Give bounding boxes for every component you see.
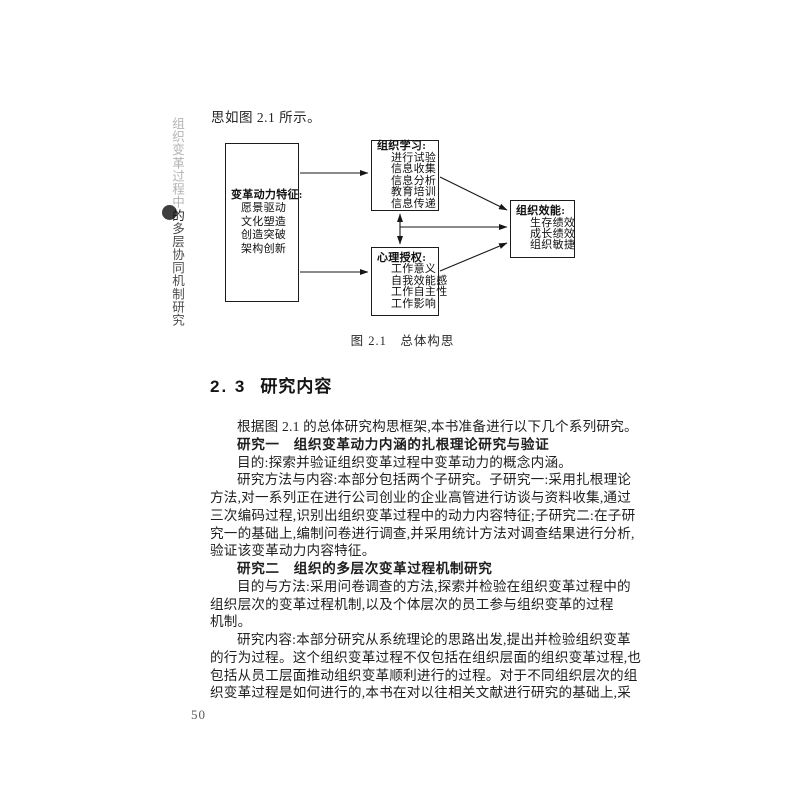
book-title-bullet-wrap: 的 xyxy=(162,204,184,222)
section-title: 研究内容 xyxy=(260,377,333,396)
box-item: 进行试验 xyxy=(391,151,437,164)
box-item: 自我效能感 xyxy=(391,274,448,287)
box-item: 架构创新 xyxy=(241,242,287,255)
body-line: 的行为过程。这个组织变革过程不仅包括在组织层面的组织变革过程,也 xyxy=(210,649,642,665)
body-line: 根据图 2.1 的总体研究构思框架,本书准备进行以下几个系列研究。 xyxy=(237,419,638,434)
body-line: 方法,对一系列正在进行公司创业的企业高管进行访谈与资料收集,通过 xyxy=(210,490,632,505)
page-number: 50 xyxy=(191,707,206,722)
body-line: 三次编码过程,识别出组织变革过程中的动力内容特征;子研究二:在子研 xyxy=(210,507,636,523)
body-line: 机制。 xyxy=(210,614,252,630)
study-two-heading: 研究二 组织的多层次变革过程机制研究 xyxy=(237,561,493,576)
body-text: 根据图 2.1 的总体研究构思框架,本书准备进行以下几个系列研究。 研究一 组织… xyxy=(210,418,642,702)
box-item: 信息收集 xyxy=(391,163,437,175)
section-heading: 2. 3 研究内容 xyxy=(210,372,332,397)
box-item: 工作影响 xyxy=(391,297,437,310)
figure-caption: 图 2.1 总体构思 xyxy=(350,334,455,348)
book-title-vertical: 组织变革过程中的多层协同机制研究 xyxy=(162,117,185,327)
box-item: 组织敏捷 xyxy=(530,239,576,252)
box-item: 工作意义 xyxy=(391,263,437,276)
box-title: 心理授权: xyxy=(377,251,427,264)
figure-box-organizational-learning: 组织学习: 进行试验 信息收集 信息分析 教育培训 信息传递 xyxy=(371,140,439,211)
book-title-part-dark: 多层协同机制研究 xyxy=(170,221,184,327)
body-line: 研究内容:本部分研究从系统理论的思路出发,提出并检验组织变革 xyxy=(237,632,631,647)
box-item: 创造突破 xyxy=(241,229,287,242)
book-title-circle-char: 的 xyxy=(170,208,184,222)
body-line: 究一的基础上,编制问卷进行调查,并采用统计方法对调查结果进行分析, xyxy=(210,525,635,541)
body-line: 验证该变革动力内容特征。 xyxy=(210,543,376,559)
body-line: 包括从员工层面推动组织变革顺利进行的过程。对于不同组织层次的组 xyxy=(210,667,638,683)
box-item: 愿景驱动 xyxy=(241,202,287,215)
box-item: 文化塑造 xyxy=(241,215,287,228)
body-line: 目的与方法:采用问卷调查的方法,探索并检验在组织变革过程中的 xyxy=(237,578,631,594)
body-line: 组织层次的变革过程机制,以及个体层次的员工参与组织变革的过程 xyxy=(210,596,614,612)
study-one-heading: 研究一 组织变革动力内涵的扎根理论研究与验证 xyxy=(237,436,550,452)
box-title: 变革动力特征: xyxy=(231,188,303,201)
section-number: 2. 3 xyxy=(210,377,247,396)
box-item: 信息传递 xyxy=(391,197,437,210)
box-item: 工作自主性 xyxy=(391,286,448,299)
continuation-text: 思如图 2.1 所示。 xyxy=(211,110,322,125)
body-line: 织变革过程是如何进行的,本书在对以往相关文献进行研究的基础上,采 xyxy=(210,685,632,701)
box-item: 生存绩效 xyxy=(530,216,576,229)
box-item: 成长绩效 xyxy=(530,228,576,240)
body-line: 目的:探索并验证组织变革过程中变革动力的概念内涵。 xyxy=(237,454,573,470)
arrow-learning-to-effectiveness xyxy=(439,176,508,211)
book-title-part-light: 组织变革过程中 xyxy=(170,117,184,209)
bullet-circle-icon xyxy=(162,204,177,220)
box-item: 教育培训 xyxy=(391,186,437,198)
box-item: 信息分析 xyxy=(391,174,437,187)
figure-box-psychological-empowerment: 心理授权: 工作意义 自我效能感 工作自主性 工作影响 xyxy=(371,247,448,316)
arrow-empowerment-to-effectiveness xyxy=(439,242,508,272)
figure-box-change-drivers: 变革动力特征: 愿景驱动 文化塑造 创造突破 架构创新 xyxy=(225,143,303,302)
box-title: 组织学习: xyxy=(377,140,427,152)
box-title: 组织效能: xyxy=(516,205,566,218)
body-line: 研究方法与内容:本部分包括两个子研究。子研究一:采用扎根理论 xyxy=(237,472,632,488)
figure-box-organizational-effectiveness: 组织效能: 生存绩效 成长绩效 组织敏捷 xyxy=(510,200,575,258)
